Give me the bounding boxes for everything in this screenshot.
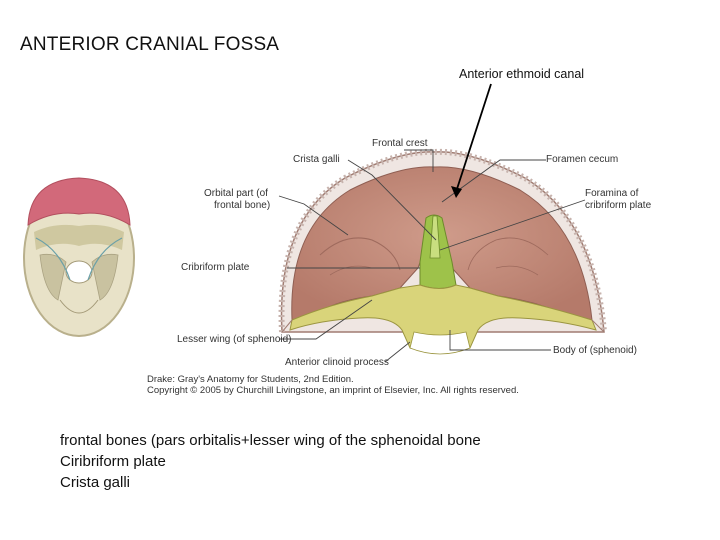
- label-frontal-crest: Frontal crest: [372, 138, 428, 149]
- slide-title: ANTERIOR CRANIAL FOSSA: [20, 34, 280, 55]
- callout-label: Anterior ethmoid canal: [459, 67, 585, 81]
- label-crista-galli: Crista galli: [293, 154, 340, 165]
- notes-list: frontal bones (pars orbitalis+lesser win…: [60, 430, 481, 493]
- figure-credit-line1: Drake: Gray's Anatomy for Students, 2nd …: [147, 374, 354, 385]
- callout-arrow: [451, 83, 492, 198]
- label-foramina-line1: Foramina of: [585, 188, 639, 199]
- label-foramen-cecum: Foramen cecum: [546, 154, 619, 165]
- label-body-sphenoid: Body of (sphenoid): [553, 345, 637, 356]
- label-orbital-part-line2: frontal bone): [214, 200, 271, 211]
- label-anterior-clinoid: Anterior clinoid process: [285, 357, 389, 368]
- label-orbital-part-line1: Orbital part (of: [204, 188, 268, 199]
- fossa-illustration: [278, 148, 607, 355]
- note-line: frontal bones (pars orbitalis+lesser win…: [60, 432, 481, 449]
- note-line: Ciribriform plate: [60, 453, 166, 470]
- label-lesser-wing: Lesser wing (of sphenoid): [177, 334, 292, 345]
- label-cribriform-plate: Cribriform plate: [181, 262, 250, 273]
- figure-credit-line2: Copyright © 2005 by Churchill Livingston…: [147, 385, 519, 396]
- note-line: Crista galli: [60, 474, 131, 491]
- leader-lines: [278, 149, 586, 363]
- label-foramina-line2: cribriform plate: [585, 200, 652, 211]
- skull-overview: [23, 177, 135, 337]
